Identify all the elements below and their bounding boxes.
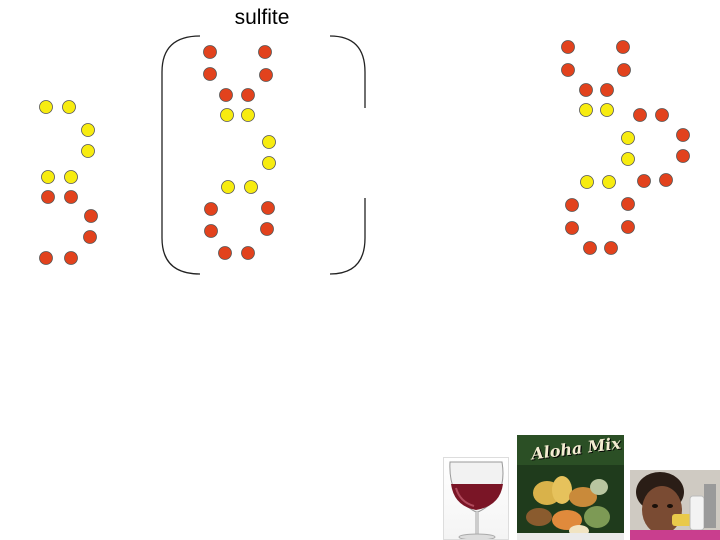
electron-dot — [659, 173, 673, 187]
electron-dot — [203, 45, 217, 59]
electron-dot — [41, 190, 55, 204]
electron-dot — [83, 230, 97, 244]
electron-dot — [220, 108, 234, 122]
electron-dot — [565, 198, 579, 212]
electron-dot — [633, 108, 647, 122]
electron-dot — [258, 45, 272, 59]
electron-dot — [84, 209, 98, 223]
electron-dot — [204, 202, 218, 216]
snack-mix-icon — [517, 435, 624, 540]
electron-dot — [637, 174, 651, 188]
electron-dot — [262, 135, 276, 149]
electron-dot — [655, 108, 669, 122]
aloha-mix-package-photo: Aloha Mix — [517, 435, 624, 540]
electron-dot — [600, 83, 614, 97]
electron-dot — [203, 67, 217, 81]
electron-dot — [218, 246, 232, 260]
electron-dot — [600, 103, 614, 117]
electron-dot — [64, 170, 78, 184]
electron-dot — [241, 246, 255, 260]
electron-dot — [244, 180, 258, 194]
right-bracket-top — [329, 35, 366, 108]
electron-dot — [602, 175, 616, 189]
electron-dot — [39, 100, 53, 114]
electron-dot — [81, 123, 95, 137]
electron-dot — [81, 144, 95, 158]
diagram-title: sulfite — [234, 6, 290, 29]
electron-dot — [561, 40, 575, 54]
electron-dot — [617, 63, 631, 77]
electron-dot — [241, 108, 255, 122]
middle-structure — [203, 45, 276, 260]
electron-dot — [676, 128, 690, 142]
electron-dot — [621, 152, 635, 166]
wine-glass-photo — [443, 457, 509, 540]
left-bracket — [161, 35, 201, 275]
right-structure — [561, 40, 690, 255]
electron-dot — [580, 175, 594, 189]
electron-dot — [64, 251, 78, 265]
electron-dot — [262, 156, 276, 170]
electron-dot — [259, 68, 273, 82]
right-bracket-bottom — [329, 198, 366, 275]
wine-glass-icon — [449, 461, 504, 539]
electron-dot — [221, 180, 235, 194]
electron-dot — [261, 201, 275, 215]
child-portrait-icon — [630, 470, 720, 540]
electron-dot — [579, 83, 593, 97]
electron-dot — [241, 88, 255, 102]
electron-dot — [621, 220, 635, 234]
electron-dot — [64, 190, 78, 204]
electron-dot — [676, 149, 690, 163]
electron-dot — [41, 170, 55, 184]
electron-dot — [565, 221, 579, 235]
electron-dot — [621, 197, 635, 211]
electron-dot — [62, 100, 76, 114]
electron-dot — [204, 224, 218, 238]
left-structure — [39, 100, 98, 265]
electron-dot — [579, 103, 593, 117]
electron-dot — [260, 222, 274, 236]
electron-dot — [219, 88, 233, 102]
electron-dot — [583, 241, 597, 255]
electron-dot — [616, 40, 630, 54]
electron-dot — [561, 63, 575, 77]
electron-dot — [621, 131, 635, 145]
electron-dot — [39, 251, 53, 265]
child-inhaler-photo — [630, 470, 720, 540]
electron-dot — [604, 241, 618, 255]
